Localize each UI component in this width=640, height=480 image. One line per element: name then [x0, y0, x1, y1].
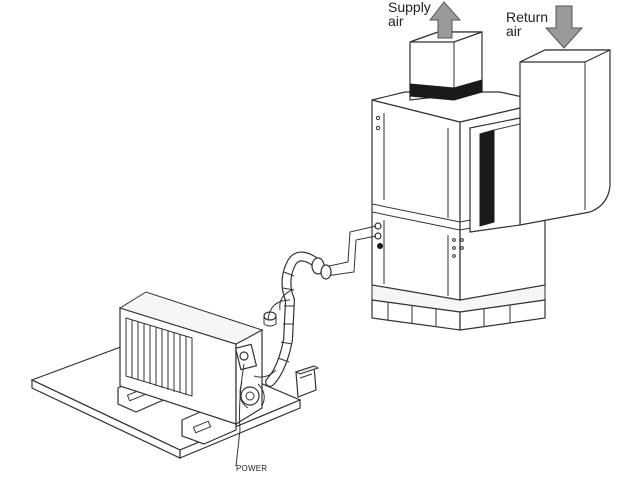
up-arrow-icon — [428, 1, 462, 39]
return-air-label: Return air — [506, 10, 548, 38]
return-duct — [469, 49, 611, 233]
down-arrow-icon — [544, 5, 584, 49]
power-label: POWER — [236, 464, 268, 473]
outdoor-unit — [117, 291, 265, 445]
supply-air-label-line2: air — [388, 13, 404, 29]
power-cable — [235, 363, 245, 467]
condenser-grille — [125, 317, 193, 397]
indoor-unit-front — [371, 99, 461, 301]
supply-air-label: Supply air — [388, 0, 431, 28]
return-air-label-line1: Return — [506, 9, 549, 25]
service-valves — [234, 343, 265, 409]
return-air-label-line2: air — [506, 23, 522, 39]
supply-duct — [409, 31, 483, 101]
refrigerant-lines — [263, 225, 377, 387]
remote-controller — [294, 365, 320, 398]
outdoor-unit-top — [118, 291, 264, 345]
supply-air-label-line1: Supply — [388, 0, 431, 15]
interconnect-cable — [253, 369, 277, 378]
